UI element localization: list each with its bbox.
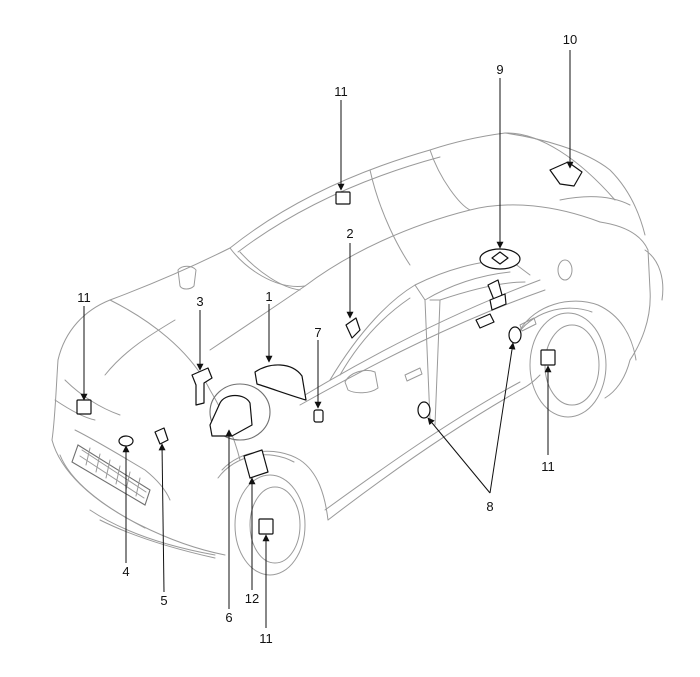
part-7-sensor bbox=[313, 409, 324, 423]
callout-labels: 1 2 3 4 5 6 7 8 9 10 11 11 11 11 12 bbox=[77, 32, 577, 646]
part-8-sensor-rear bbox=[508, 326, 522, 344]
callout-8: 8 bbox=[486, 499, 493, 514]
part-11-roof bbox=[335, 191, 351, 205]
callout-2: 2 bbox=[346, 226, 353, 241]
callout-11-front-wheel: 11 bbox=[259, 631, 273, 646]
callout-5: 5 bbox=[160, 593, 167, 608]
callout-9: 9 bbox=[496, 62, 503, 77]
callout-11-front-left: 11 bbox=[77, 290, 91, 305]
callout-12: 12 bbox=[245, 591, 259, 606]
callout-4: 4 bbox=[122, 564, 129, 579]
part-5-unit bbox=[154, 427, 169, 445]
part-11-front-left bbox=[76, 399, 92, 415]
callout-7: 7 bbox=[314, 325, 321, 340]
part-11-front-wheel bbox=[258, 518, 274, 535]
part-1-cluster bbox=[254, 364, 307, 401]
parts bbox=[76, 161, 583, 535]
part-10-module bbox=[549, 161, 583, 187]
callout-6: 6 bbox=[225, 610, 232, 625]
callout-11-rear: 11 bbox=[541, 459, 555, 474]
part-2-sensor bbox=[345, 317, 361, 339]
car-body-outline bbox=[51, 132, 664, 576]
part-6-housing bbox=[209, 383, 271, 441]
part-12-module bbox=[243, 449, 269, 479]
part-8-sensor-front bbox=[417, 401, 431, 419]
callout-1: 1 bbox=[265, 289, 272, 304]
callout-3: 3 bbox=[196, 294, 203, 309]
leader-lines bbox=[80, 50, 574, 628]
part-6-motor bbox=[209, 394, 253, 437]
part-4-sensor bbox=[118, 435, 134, 447]
callout-10: 10 bbox=[563, 32, 577, 47]
part-3-sensor bbox=[191, 367, 213, 406]
callout-11-roof: 11 bbox=[334, 84, 348, 99]
part-11-rear bbox=[540, 349, 556, 366]
